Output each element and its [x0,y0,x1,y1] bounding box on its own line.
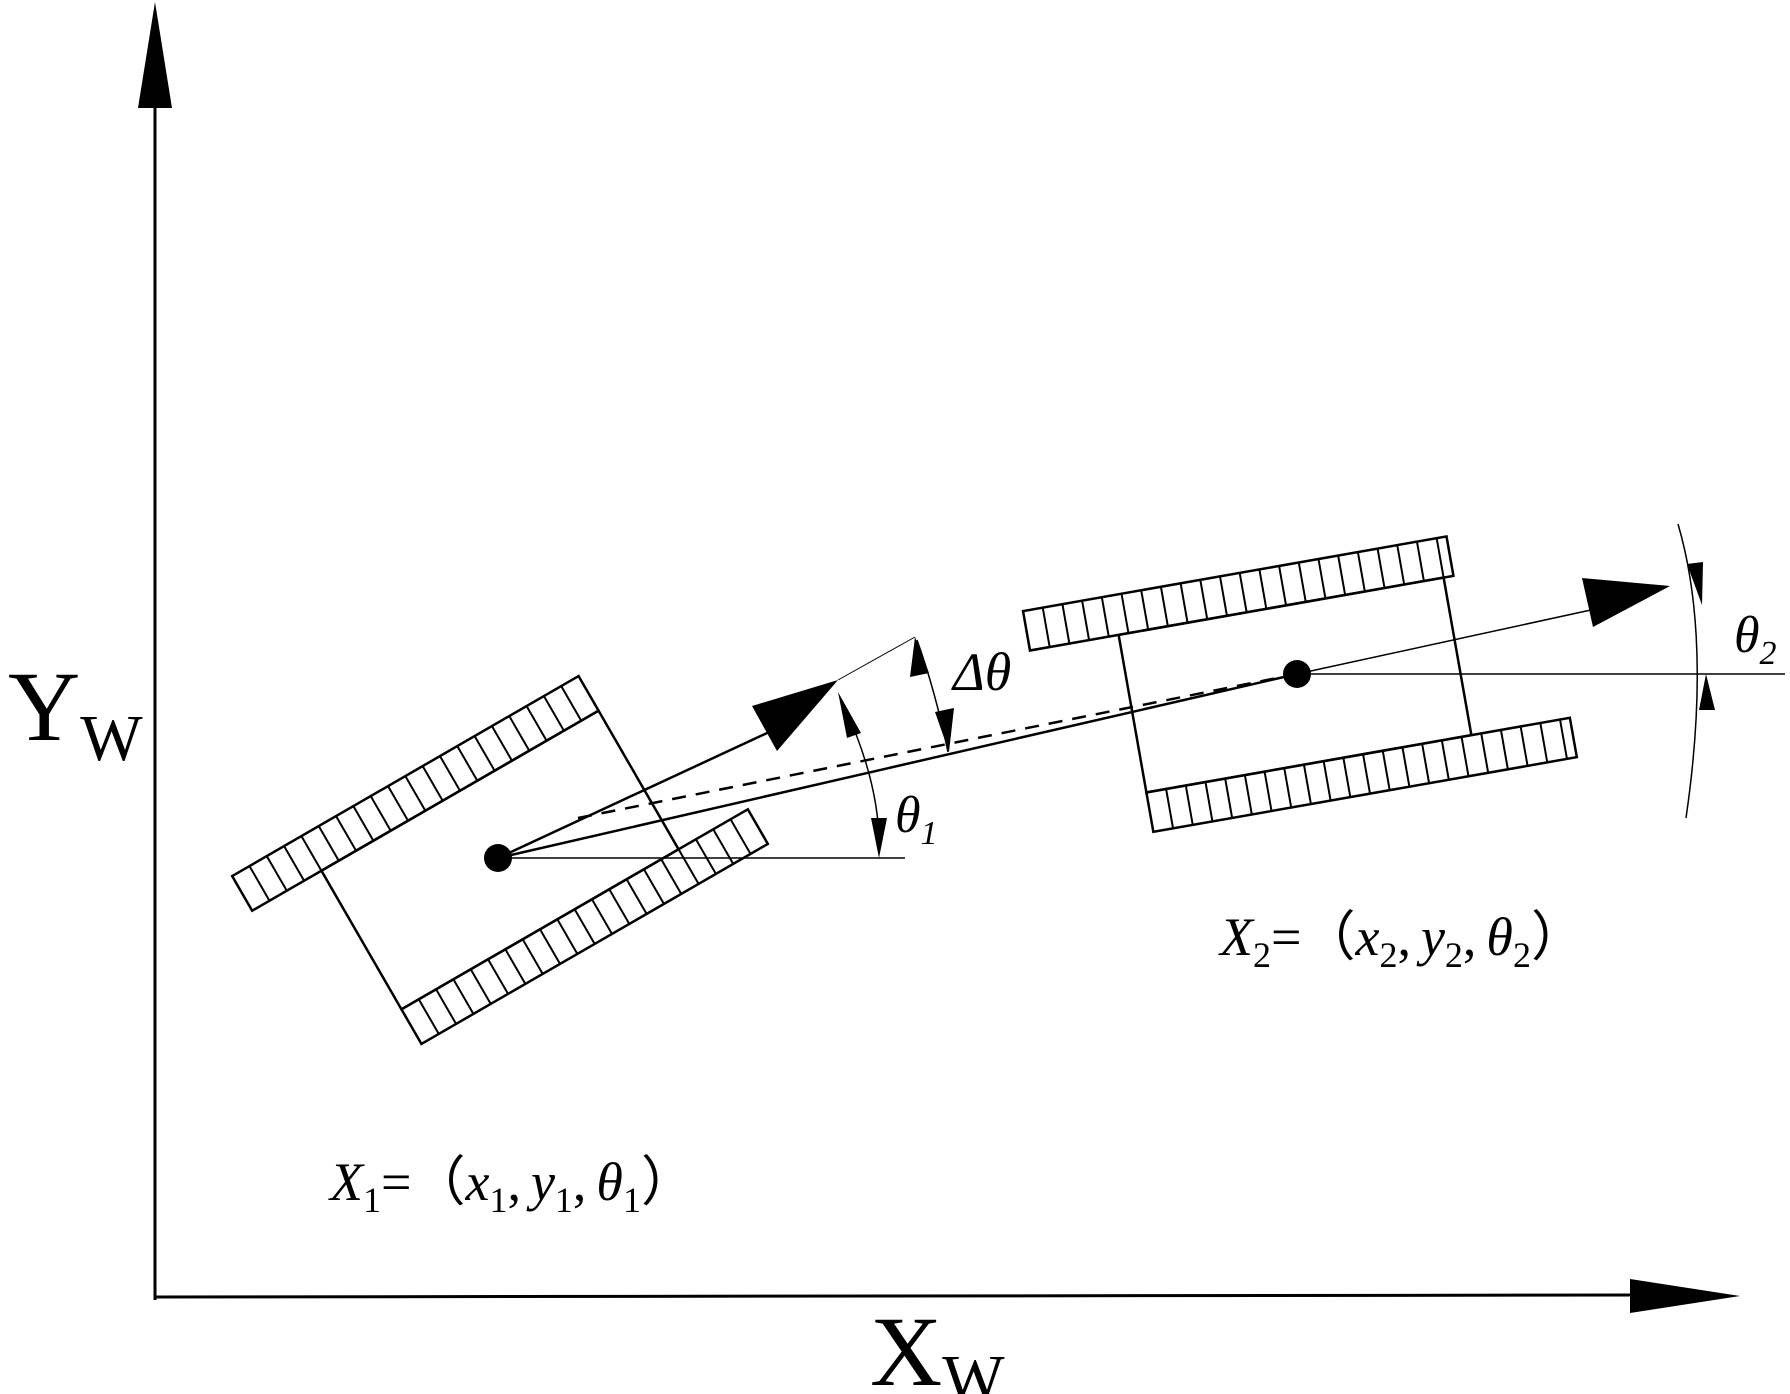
theta-2-arc-arrow-top [1687,562,1703,605]
robot-1-center-point [484,844,512,872]
robot-2 [1021,534,1579,834]
x-axis-subscript: W [942,1342,1005,1394]
x-axis-letter: X [870,1296,942,1394]
robot-2-heading-line [1296,607,1601,675]
y-axis-letter: Y [8,651,80,762]
robot-1-state-var: X [328,1152,365,1212]
robot-1-state-idx: 1 [363,1180,381,1220]
delta-theta-arc-arrow-top [910,637,929,677]
theta-2-label: θ2 [1734,607,1777,672]
theta-1-subscript: 1 [921,815,938,852]
delta-theta-arc-arrow-bottom [935,708,954,752]
robot-2-y-idx: 2 [1445,935,1463,975]
robot-2-lower-track-frame [1144,716,1579,834]
theta-1-arc-arrow-top [838,692,861,738]
theta-2-subscript: 2 [1760,635,1777,672]
robot-1-y-var: y [526,1152,555,1212]
robot-2-state-var: X [1218,907,1255,967]
robot-1-upper-track-treads [248,685,583,902]
theta-2-symbol: θ [1734,607,1760,664]
robot-1-state-label: X1=（x1,y1,θ1） [328,1152,695,1220]
theta-1-arc [838,692,887,858]
theta-1-arc-arrow-bottom [871,818,887,858]
robot-1-theta-idx: 1 [623,1180,641,1220]
robot-2-state-label: X2=（x2,y2,θ2） [1218,907,1585,975]
x-axis-arrowhead [1630,1279,1740,1313]
robot-1-theta-var: θ [596,1152,623,1212]
robot-1-y-idx: 1 [555,1180,573,1220]
robot-1-heading-arrowhead [752,680,838,751]
theta-2-arc-line [1677,523,1699,819]
world-axes [138,2,1740,1313]
robot-1-x-var: x [464,1152,489,1212]
theta-2-arc [1677,523,1715,819]
robot-1-close: ） [641,1152,695,1212]
robot-2-eq: =（ [1271,907,1355,967]
x-axis-label: XW [870,1296,1005,1394]
theta-2-arc-arrow-bottom [1699,674,1715,710]
robot-2-x-idx: 2 [1379,935,1397,975]
theta-1-symbol: θ [895,787,921,844]
robot-2-theta-var: θ [1486,907,1513,967]
delta-theta-label: Δθ [951,642,1011,702]
robot-1-sep-1: , [507,1152,521,1212]
robot-2-center-point [1283,660,1311,688]
robot-1-heading-extension [837,636,916,681]
robot-2-heading-dashed-line [577,672,1298,820]
delta-theta-arc [910,637,954,753]
robot-2-y-var: y [1416,907,1445,967]
robot-1 [230,674,770,1046]
robot-2-theta-idx: 2 [1513,935,1531,975]
robot-2-upper-track [1021,534,1455,652]
y-axis-label: YW [8,651,143,775]
robot-1-x-idx: 1 [489,1180,507,1220]
robot-1-upper-track [230,674,601,913]
relative-bearing-line [497,672,1298,860]
robot-1-lower-track-treads [417,818,752,1035]
robot-2-heading-arrowhead [1582,578,1670,627]
robot-2-sep-2: , [1463,907,1477,967]
robot-1-sep-2: , [573,1152,587,1212]
robot-1-heading-line [497,725,781,860]
robot-2-state-idx: 2 [1253,935,1271,975]
robot-2-geometry [1296,578,1785,675]
y-axis-arrowhead [138,2,172,108]
robot-2-upper-track-frame [1021,534,1455,652]
x-axis-line [154,1293,1641,1299]
robot-2-x-var: x [1354,907,1379,967]
y-axis-subscript: W [80,702,143,775]
theta-1-label: θ1 [895,787,938,852]
robot-2-lower-track [1144,716,1579,834]
robot-1-eq: =（ [381,1152,465,1212]
robot-2-close: ） [1531,907,1585,967]
robot-2-sep-1: , [1397,907,1411,967]
robot-2-lower-track-treads [1165,719,1568,829]
robot-2-upper-track-treads [1041,537,1445,648]
robot-1-geometry [497,636,1298,860]
robot-1-lower-track [399,807,770,1046]
